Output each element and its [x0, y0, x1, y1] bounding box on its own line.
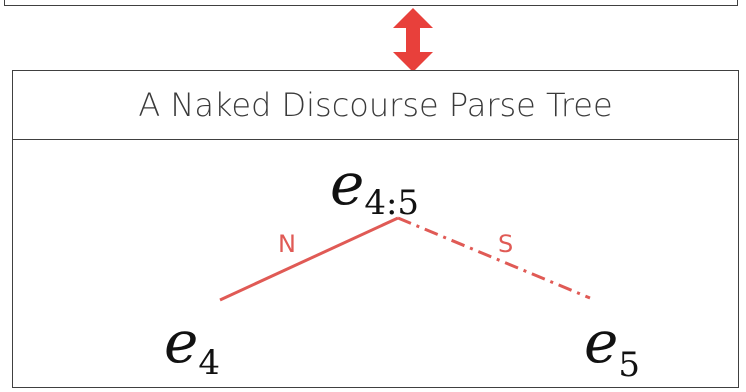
right-leaf-base: e: [584, 308, 618, 376]
right-leaf-node: e5: [584, 308, 640, 385]
left-leaf-node: e4: [164, 308, 220, 383]
left-leaf-sub: 4: [198, 343, 220, 383]
nucleus-label: N: [278, 230, 296, 258]
title-panel: A Naked Discourse Parse Tree: [12, 70, 739, 140]
nucleus-edge: [219, 216, 399, 302]
satellite-label: S: [498, 230, 513, 258]
tree-panel: [12, 139, 739, 388]
root-node-base: e: [330, 150, 364, 218]
diagram-title: A Naked Discourse Parse Tree: [138, 86, 613, 124]
root-node: e4:5: [330, 150, 419, 223]
right-leaf-sub: 5: [618, 345, 640, 385]
left-leaf-base: e: [164, 308, 198, 376]
upper-panel-edge: [4, 0, 738, 6]
double-vertical-arrow-icon: [393, 8, 433, 72]
satellite-edge: [397, 216, 591, 300]
root-node-sub: 4:5: [364, 183, 419, 223]
